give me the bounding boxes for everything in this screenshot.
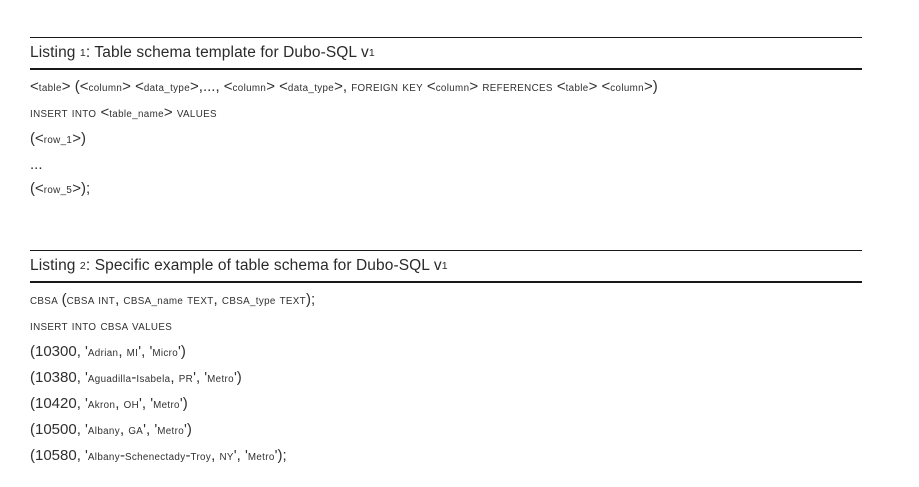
listing-2-top-rule	[30, 250, 862, 252]
listing-2-caption: Listing 2: Specific example of table sch…	[30, 257, 448, 275]
code-line: (10300, 'Adrian, MI', 'Micro')	[30, 342, 186, 360]
listing-1-caption-rule	[30, 68, 862, 70]
listing-2: Listing 2: Specific example of table sch…	[30, 250, 862, 470]
code-line: INSERT INTO CBSA VALUES	[30, 321, 173, 333]
code-line: <table> (<column> <data_type>,..., <colu…	[30, 77, 658, 95]
code-line: (<row_1>)	[30, 129, 86, 147]
code-line: (10420, 'Akron, OH', 'Metro')	[30, 394, 188, 412]
listing-1-caption: Listing 1: Table schema template for Dub…	[30, 44, 375, 62]
code-line: (<row_5>);	[30, 179, 91, 197]
listing-1-top-rule	[30, 37, 862, 39]
listing-1-code-block: <table> (<column> <data_type>,..., <colu…	[30, 70, 862, 203]
code-line: CBSA (CBSA INT, CBSA_name TEXT, CBSA_typ…	[30, 290, 316, 308]
listing-1: Listing 1: Table schema template for Dub…	[30, 37, 862, 203]
code-line: INSERT INTO <table_name> VALUES	[30, 103, 217, 121]
code-line: (10580, 'Albany-Schenectady-Troy, NY', '…	[30, 446, 287, 464]
code-line: (10380, 'Aguadilla-Isabela, PR', 'Metro'…	[30, 368, 242, 386]
listing-2-code-block: CBSA (CBSA INT, CBSA_name TEXT, CBSA_typ…	[30, 283, 862, 470]
code-line: (10500, 'Albany, GA', 'Metro')	[30, 420, 192, 438]
code-line: ...	[30, 155, 43, 173]
listing-2-caption-rule	[30, 281, 862, 283]
